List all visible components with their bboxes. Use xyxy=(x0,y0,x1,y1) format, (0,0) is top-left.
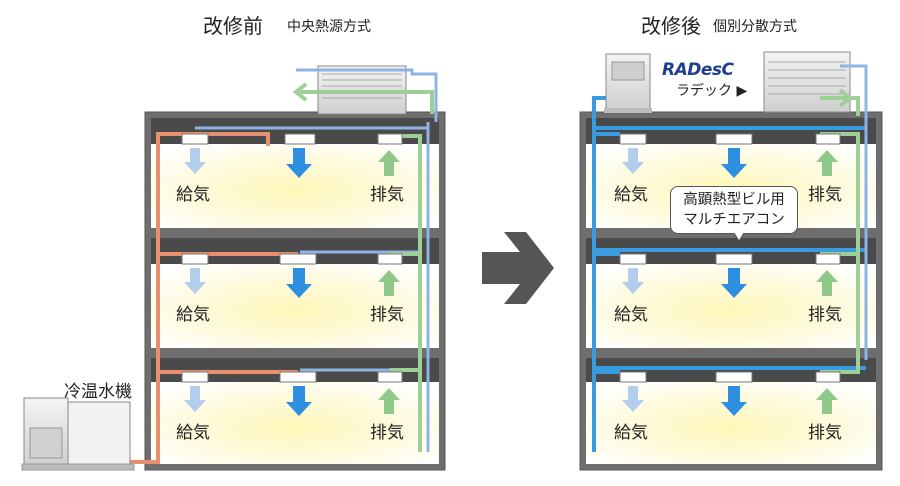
cold-water-pipes xyxy=(195,68,438,452)
title-before: 改修前 xyxy=(203,14,263,38)
outdoor-unit-after xyxy=(604,53,652,113)
exhaust-label-before-3: 排気 xyxy=(370,423,404,443)
supply-arrows-after xyxy=(622,148,747,416)
exhaust-label-after-1: 排気 xyxy=(808,185,842,205)
exhaust-label-after-3: 排気 xyxy=(808,423,842,443)
exhaust-label-before-2: 排気 xyxy=(370,305,404,325)
supply-label-after-1: 給気 xyxy=(614,185,648,205)
multi-aircon-callout: 高顕熱型ビル用 マルチエアコン xyxy=(670,186,798,242)
refrigerant-pipes xyxy=(592,96,866,452)
supply-arrows-before xyxy=(184,148,312,416)
supply-label-before-3: 給気 xyxy=(176,423,210,443)
supply-label-after-2: 給気 xyxy=(614,305,648,325)
exhaust-arrows-before xyxy=(378,150,400,414)
chiller-unit xyxy=(21,397,135,471)
supply-label-after-3: 給気 xyxy=(614,423,648,443)
exhaust-arrows-after xyxy=(816,150,838,414)
supply-label-before-2: 給気 xyxy=(176,305,210,325)
transition-arrow xyxy=(482,232,554,304)
radesc-unit xyxy=(763,51,851,113)
radesc-logo: RADesC xyxy=(662,60,734,80)
subtitle-after: 個別分散方式 xyxy=(713,19,797,35)
radesc-brand-label: ラデック ▶ xyxy=(676,83,748,99)
supply-label-before-1: 給気 xyxy=(176,185,210,205)
ceiling-units-after xyxy=(619,133,841,383)
exhaust-label-after-2: 排気 xyxy=(808,305,842,325)
exhaust-label-before-1: 排気 xyxy=(370,185,404,205)
subtitle-before: 中央熱源方式 xyxy=(287,19,371,35)
title-after: 改修後 xyxy=(641,14,701,38)
callout-line-2: マルチエアコン xyxy=(683,212,785,228)
callout-line-1: 高顕熱型ビル用 xyxy=(683,192,785,208)
chiller-label: 冷温水機 xyxy=(64,382,132,402)
ventilation-ducts-after xyxy=(840,64,868,360)
ceiling-units-before xyxy=(181,133,403,383)
